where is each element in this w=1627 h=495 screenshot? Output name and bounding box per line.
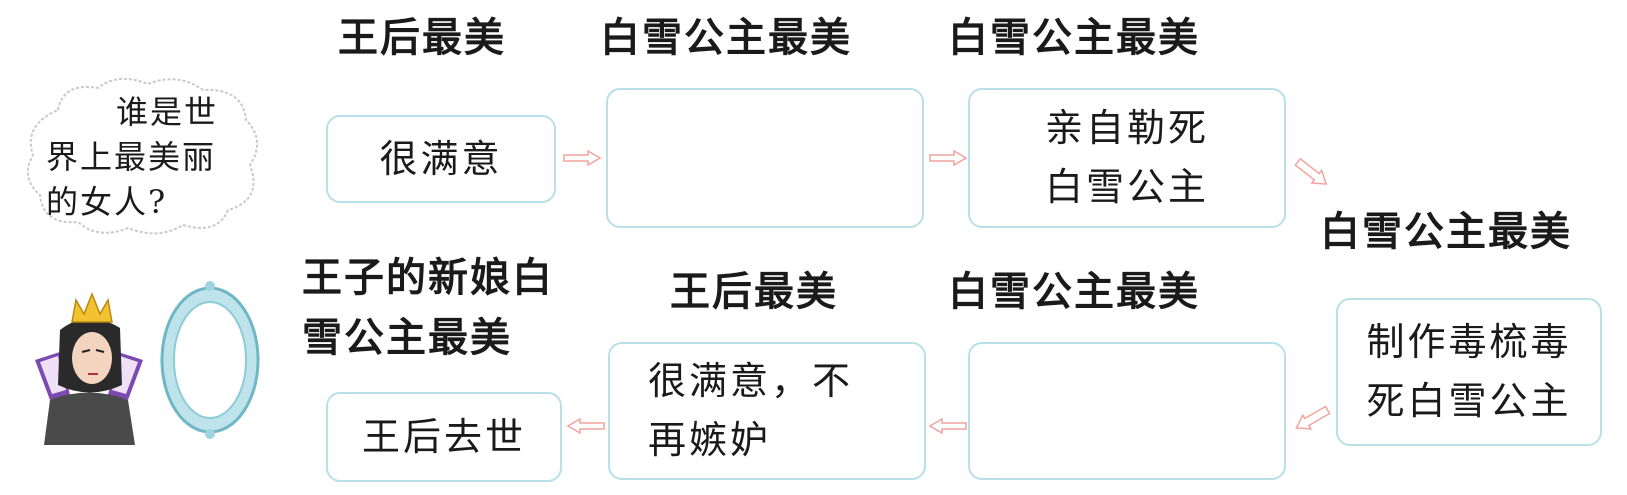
top-label-3: 白雪公主最美 [948, 15, 1200, 61]
bubble-line-1: 谁是世 [116, 93, 219, 131]
top-label-1: 王后最美 [338, 15, 506, 61]
cloud-shape [26, 77, 258, 235]
magic-mirror-icon [155, 280, 265, 440]
bottom-label-2: 王后最美 [670, 269, 838, 315]
top-box-3-line-2: 白雪公主 [1044, 165, 1209, 209]
thought-bubble: 谁是世 界上最美丽 的女人? [18, 70, 268, 240]
bubble-line-2: 界上最美丽 [46, 138, 217, 176]
top-box-2-blank[interactable] [606, 88, 924, 228]
top-box-1-line-1: 很满意 [379, 136, 503, 181]
top-box-3: 亲自勒死 白雪公主 [968, 88, 1286, 228]
bottom-box-2: 很满意，不 再嫉妒 [608, 342, 926, 480]
queen-illustration [30, 290, 148, 445]
bottom-box-1-line-1: 王后去世 [361, 414, 526, 459]
arrow-right-icon [929, 150, 968, 166]
right-box-line-2: 死白雪公主 [1366, 379, 1572, 423]
bubble-line-3: 的女人? [46, 183, 168, 221]
right-label: 白雪公主最美 [1320, 209, 1572, 255]
bottom-label-3: 白雪公主最美 [948, 269, 1200, 315]
top-box-1: 很满意 [326, 115, 556, 203]
top-label-2: 白雪公主最美 [600, 15, 852, 61]
top-box-3-line-1: 亲自勒死 [1044, 106, 1209, 151]
arrow-left-icon [566, 418, 605, 434]
right-box-line-1: 制作毒梳毒 [1366, 320, 1572, 365]
right-box: 制作毒梳毒 死白雪公主 [1336, 298, 1602, 446]
arrow-right-icon [563, 150, 602, 166]
bottom-label-1b: 雪公主最美 [302, 315, 512, 361]
bottom-box-3-blank[interactable] [968, 342, 1286, 480]
bottom-box-2-line-1: 很满意，不 [648, 359, 854, 404]
arrow-down-left-icon [1295, 405, 1331, 430]
bottom-box-2-line-2: 再嫉妒 [648, 418, 772, 462]
bottom-box-1: 王后去世 [326, 392, 562, 482]
arrow-down-right-icon [1294, 157, 1328, 185]
arrow-left-icon [928, 418, 967, 434]
bottom-label-1a: 王子的新娘白 [302, 255, 554, 301]
